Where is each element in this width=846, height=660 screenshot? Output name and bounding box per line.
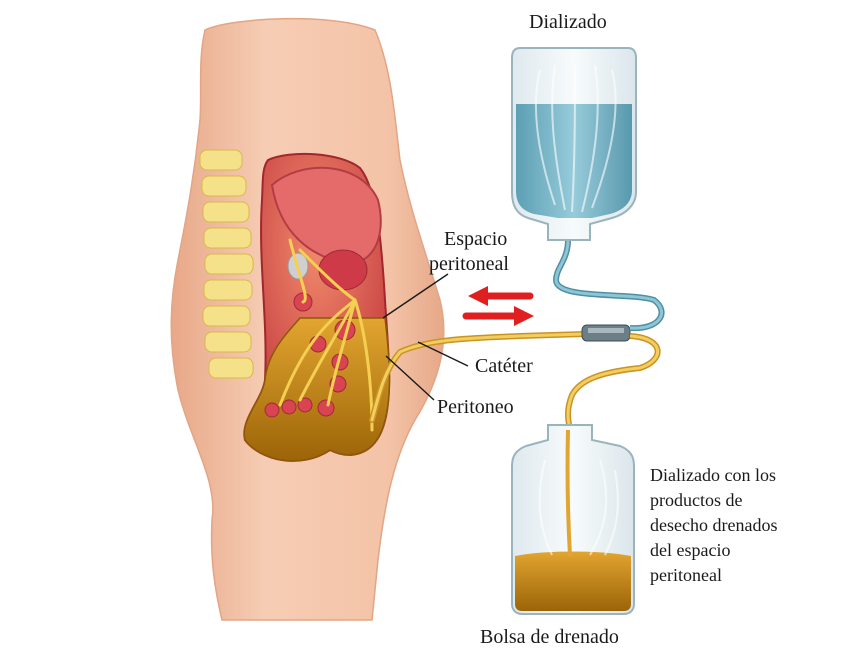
dialysate-bag — [512, 48, 636, 240]
waste-label-line2: productos de — [650, 488, 742, 512]
catheter-label: Catéter — [475, 355, 533, 378]
abdominal-cavity — [244, 154, 389, 461]
drain-bag — [512, 425, 634, 614]
infusion-tube — [556, 240, 662, 328]
dialysate-label: Dializado — [529, 11, 607, 34]
waste-label-line1: Dializado con los — [650, 463, 776, 487]
waste-label-line3: desecho drenados — [650, 513, 777, 537]
tube-connector — [582, 325, 630, 341]
waste-label-line4: del espacio — [650, 538, 730, 562]
bidirectional-flow-arrows-icon — [466, 286, 534, 326]
peritoneal-space-label-line1: Espacio — [444, 228, 507, 251]
drain-bag-label: Bolsa de drenado — [480, 626, 619, 649]
waste-label-line5: peritoneal — [650, 563, 722, 587]
drain-tube — [568, 336, 658, 430]
waste-fluid — [515, 552, 631, 612]
peritoneum-label: Peritoneo — [437, 396, 514, 419]
spine-vertebrae — [200, 150, 253, 378]
peritoneal-space-label-line2: peritoneal — [429, 253, 509, 276]
